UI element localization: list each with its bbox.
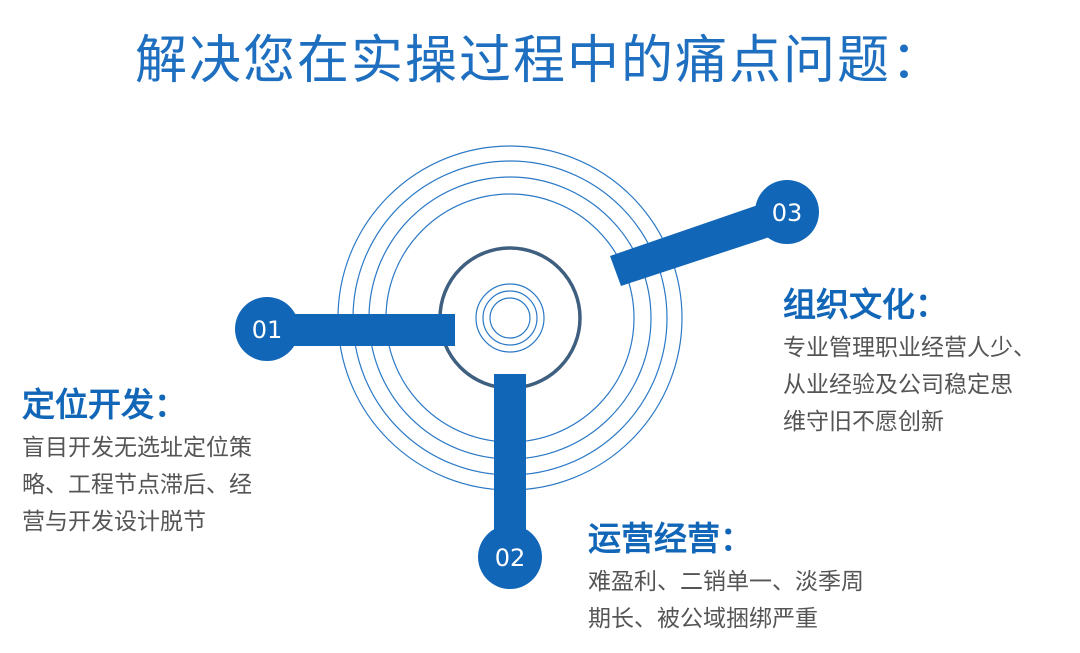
page-title: 解决您在实操过程中的痛点问题： xyxy=(134,31,945,91)
ring-middle xyxy=(438,246,582,390)
badge-01-number: 01 xyxy=(252,316,283,344)
badge-02-number: 02 xyxy=(495,544,526,572)
ring-inner-1 xyxy=(475,283,545,353)
item-02-description: 难盈利、二销单一、淡季周 期长、被公域捆绑严重 xyxy=(588,564,864,638)
item-03-line: 维守旧不愿创新 xyxy=(783,409,944,435)
connector-03 xyxy=(610,196,797,286)
item-01-line: 略、工程节点滞后、经 xyxy=(22,472,252,498)
item-03-description: 专业管理职业经营人少、 从业经验及公司稳定思 维守旧不愿创新 xyxy=(783,330,1036,441)
badge-01: 01 xyxy=(235,297,299,361)
item-02-heading: 运营经营： xyxy=(588,519,753,558)
item-01-description: 盲目开发无选址定位策 略、工程节点滞后、经 营与开发设计脱节 xyxy=(22,430,252,541)
badge-03: 03 xyxy=(755,180,819,244)
badge-02: 02 xyxy=(478,525,542,589)
item-02-line: 难盈利、二销单一、淡季周 xyxy=(588,569,864,595)
item-03-heading: 组织文化： xyxy=(783,285,948,324)
item-03-line: 从业经验及公司稳定思 xyxy=(783,372,1013,398)
item-02-line: 期长、被公域捆绑严重 xyxy=(588,606,818,632)
ring-inner-3 xyxy=(489,297,531,339)
connector-02 xyxy=(494,374,526,548)
item-01-line: 盲目开发无选址定位策 xyxy=(22,435,252,461)
item-01-line: 营与开发设计脱节 xyxy=(22,509,206,535)
item-01-heading: 定位开发： xyxy=(22,385,187,424)
item-03-line: 专业管理职业经营人少、 xyxy=(783,335,1036,361)
ring-inner-2 xyxy=(482,290,538,346)
badge-03-number: 03 xyxy=(772,199,803,227)
